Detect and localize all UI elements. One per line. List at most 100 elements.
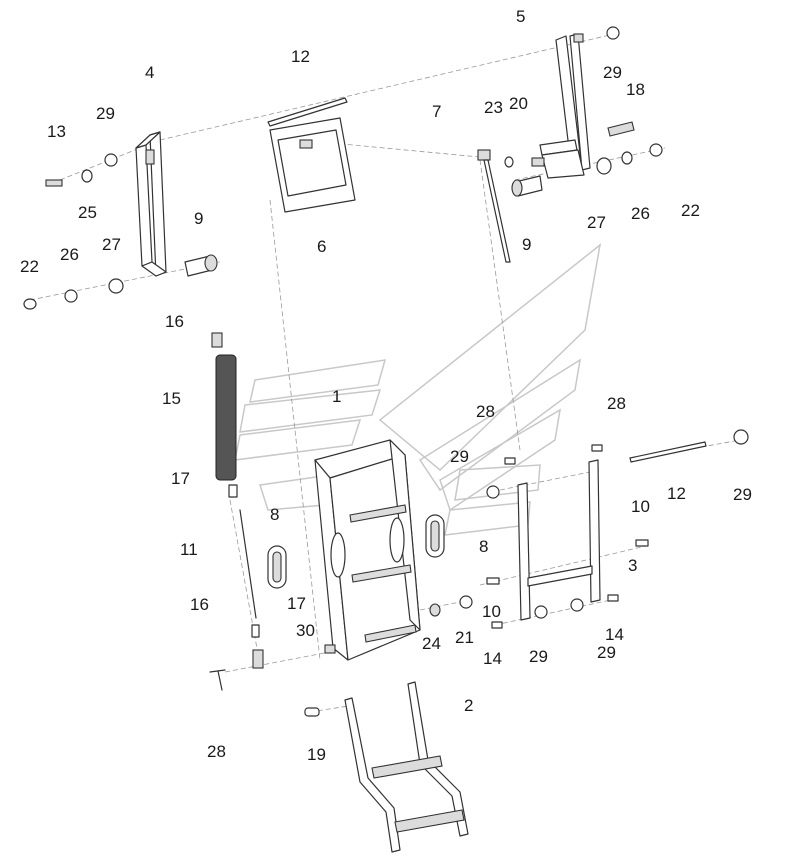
callout-26: 26	[60, 245, 79, 264]
callout-10: 10	[482, 602, 501, 621]
callout-6: 6	[317, 237, 326, 256]
bolt-13	[45, 179, 63, 187]
nut-21	[459, 595, 473, 609]
callout-25: 25	[78, 203, 97, 222]
callout-11: 11	[180, 540, 198, 559]
callout-30: 30	[296, 621, 315, 640]
clip-29-bottom-left	[534, 605, 548, 619]
part-19-bolt	[304, 707, 320, 717]
callout-24: 24	[422, 634, 441, 653]
washer-26-left	[64, 289, 78, 303]
callout-13: 13	[47, 122, 66, 141]
part-15-spring	[215, 354, 237, 481]
clip-29-mid	[486, 485, 500, 499]
callout-16: 16	[190, 595, 209, 614]
right-hardware	[324, 429, 749, 654]
callout-9: 9	[194, 209, 203, 228]
callout-15: 15	[162, 389, 181, 408]
part-1-step-frame	[314, 439, 421, 661]
washer-24	[429, 603, 441, 617]
part-16-top	[211, 332, 223, 348]
washer-26-right	[621, 151, 633, 165]
callout-14: 14	[605, 625, 624, 644]
callout-27: 27	[102, 235, 121, 254]
callout-7: 7	[432, 102, 441, 121]
callout-labels: 5 29 12 4 18 7 23 20 13 29 25 22 27 26 9…	[20, 7, 752, 764]
callout-21: 21	[455, 628, 474, 647]
callout-22: 22	[681, 201, 700, 220]
part-17-top	[228, 484, 238, 498]
callout-1: 1	[332, 387, 341, 406]
pin-14-right	[607, 594, 619, 602]
pin-28-right	[591, 444, 603, 452]
callout-22: 22	[20, 257, 39, 276]
nut-23	[504, 156, 514, 168]
callout-2: 2	[464, 696, 473, 715]
callout-28: 28	[607, 394, 626, 413]
part-2-lower-ladder	[344, 681, 469, 853]
callout-12: 12	[667, 484, 686, 503]
pin-10-right	[635, 539, 649, 547]
part-18-bolt	[607, 121, 635, 137]
callout-8: 8	[479, 537, 488, 556]
watermark-logo	[234, 243, 602, 536]
part-11-cable	[239, 509, 257, 619]
callout-17: 17	[171, 469, 190, 488]
pin-10-left	[486, 577, 500, 585]
nut-22-right	[649, 143, 663, 157]
part-5-right-handrail	[539, 33, 591, 179]
callout-14: 14	[483, 649, 502, 668]
callout-18: 18	[626, 80, 645, 99]
callout-28: 28	[476, 402, 495, 421]
pin-14-left	[491, 621, 503, 629]
callout-29: 29	[529, 647, 548, 666]
bolt-30	[324, 644, 336, 654]
part-8-right-bracket	[425, 514, 445, 558]
callout-23: 23	[484, 98, 503, 117]
part-12-top-rod	[267, 97, 348, 127]
clip-29-top-right	[606, 26, 620, 40]
callout-29: 29	[96, 104, 115, 123]
washer-27-left	[108, 278, 124, 294]
callout-8: 8	[270, 505, 279, 524]
nut-22-left	[23, 298, 37, 310]
callout-19: 19	[307, 745, 326, 764]
callout-5: 5	[516, 7, 525, 26]
callout-17: 17	[287, 594, 306, 613]
callout-26: 26	[631, 204, 650, 223]
washer-27-right	[596, 157, 612, 175]
callout-9: 9	[522, 235, 531, 254]
callout-27: 27	[587, 213, 606, 232]
part-16-bottom	[252, 649, 264, 669]
part-7-rod-pin	[477, 149, 511, 263]
part-6-cover-plate	[269, 117, 356, 213]
callout-29: 29	[603, 63, 622, 82]
callout-20: 20	[509, 94, 528, 113]
part-12-right-rod	[629, 441, 707, 463]
part-17-bottom	[251, 624, 260, 638]
top-hardware	[23, 26, 663, 310]
part-28-bottom-pin	[209, 669, 226, 691]
callout-4: 4	[145, 63, 154, 82]
washer-25	[81, 169, 93, 183]
callout-28: 28	[207, 742, 226, 761]
callout-29: 29	[597, 643, 616, 662]
part-8-left-bracket	[267, 545, 287, 589]
spacer-20	[531, 157, 545, 167]
callout-12: 12	[291, 47, 310, 66]
part-9-right-bolt	[511, 175, 543, 197]
callout-10: 10	[631, 497, 650, 516]
part-4-left-handrail	[135, 131, 167, 277]
callout-3: 3	[628, 556, 637, 575]
callout-29: 29	[733, 485, 752, 504]
clip-29-bottom-right	[570, 598, 584, 612]
part-3-side-frame	[517, 459, 601, 621]
callout-29: 29	[450, 447, 469, 466]
pin-28-mid	[504, 457, 516, 465]
part-9-left-bolt	[184, 254, 218, 277]
clip-29-left	[104, 153, 118, 167]
callout-16: 16	[165, 312, 184, 331]
clip-29-far-right	[733, 429, 749, 445]
